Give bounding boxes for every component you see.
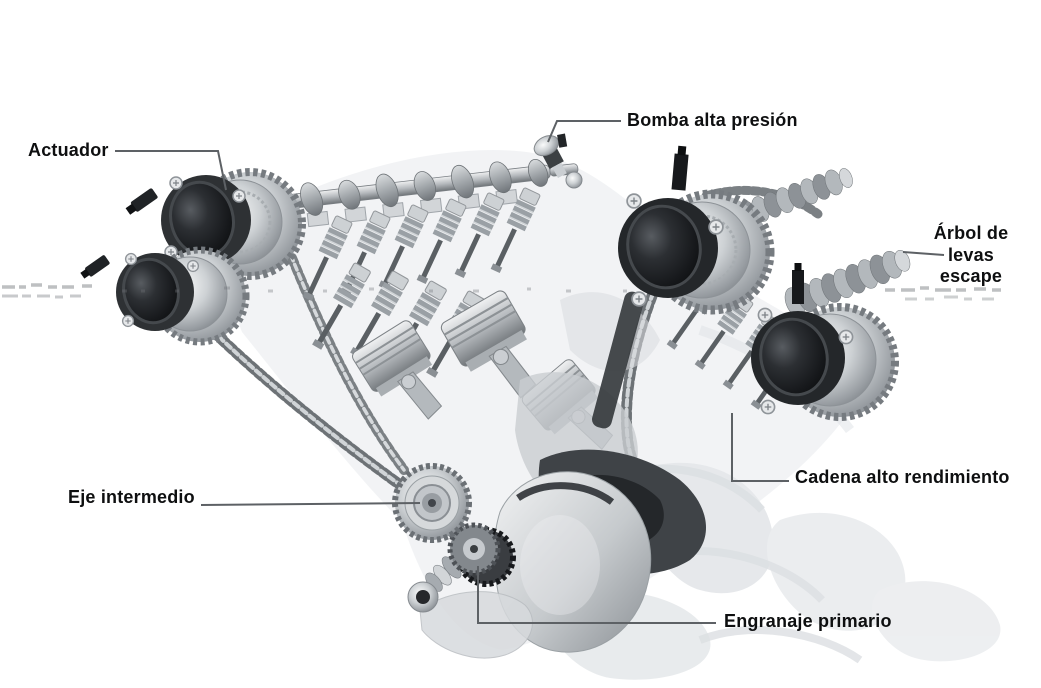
label-cadena-alto-rendimiento: Cadena alto rendimiento [795, 467, 1010, 487]
label-arbol-line1: Árbol de [933, 223, 1009, 243]
label-arbol-line3: escape [939, 266, 1003, 286]
leader-lines [115, 120, 945, 624]
leader-line-bomba [547, 120, 621, 143]
leader-line-actuador [115, 150, 227, 191]
leader-line-eje [200, 502, 421, 506]
leader-line-arbol [902, 251, 945, 256]
label-arbol-line2: levas [947, 244, 995, 265]
actuator-right-upper [618, 145, 775, 315]
leader-line-cadena [731, 413, 789, 482]
intermediate-gear [392, 463, 472, 543]
label-bomba-alta-presion: Bomba alta presión [627, 110, 798, 130]
label-engranaje-primario: Engranaje primario [724, 611, 892, 631]
label-actuador: Actuador [28, 140, 109, 160]
crankshaft-assembly [392, 463, 652, 659]
label-arbol-de-levas-escape: Árbol de levas escape [921, 223, 1021, 288]
label-eje-intermedio: Eje intermedio [68, 487, 195, 507]
actuator-left-lower [80, 246, 250, 346]
actuator-left-upper [125, 168, 306, 280]
pump-fitting [565, 171, 583, 189]
watermark-noise [2, 283, 1001, 301]
high-pressure-pump [533, 133, 568, 179]
leader-line-engranaje [477, 566, 716, 624]
actuator-right-lower [751, 263, 899, 421]
